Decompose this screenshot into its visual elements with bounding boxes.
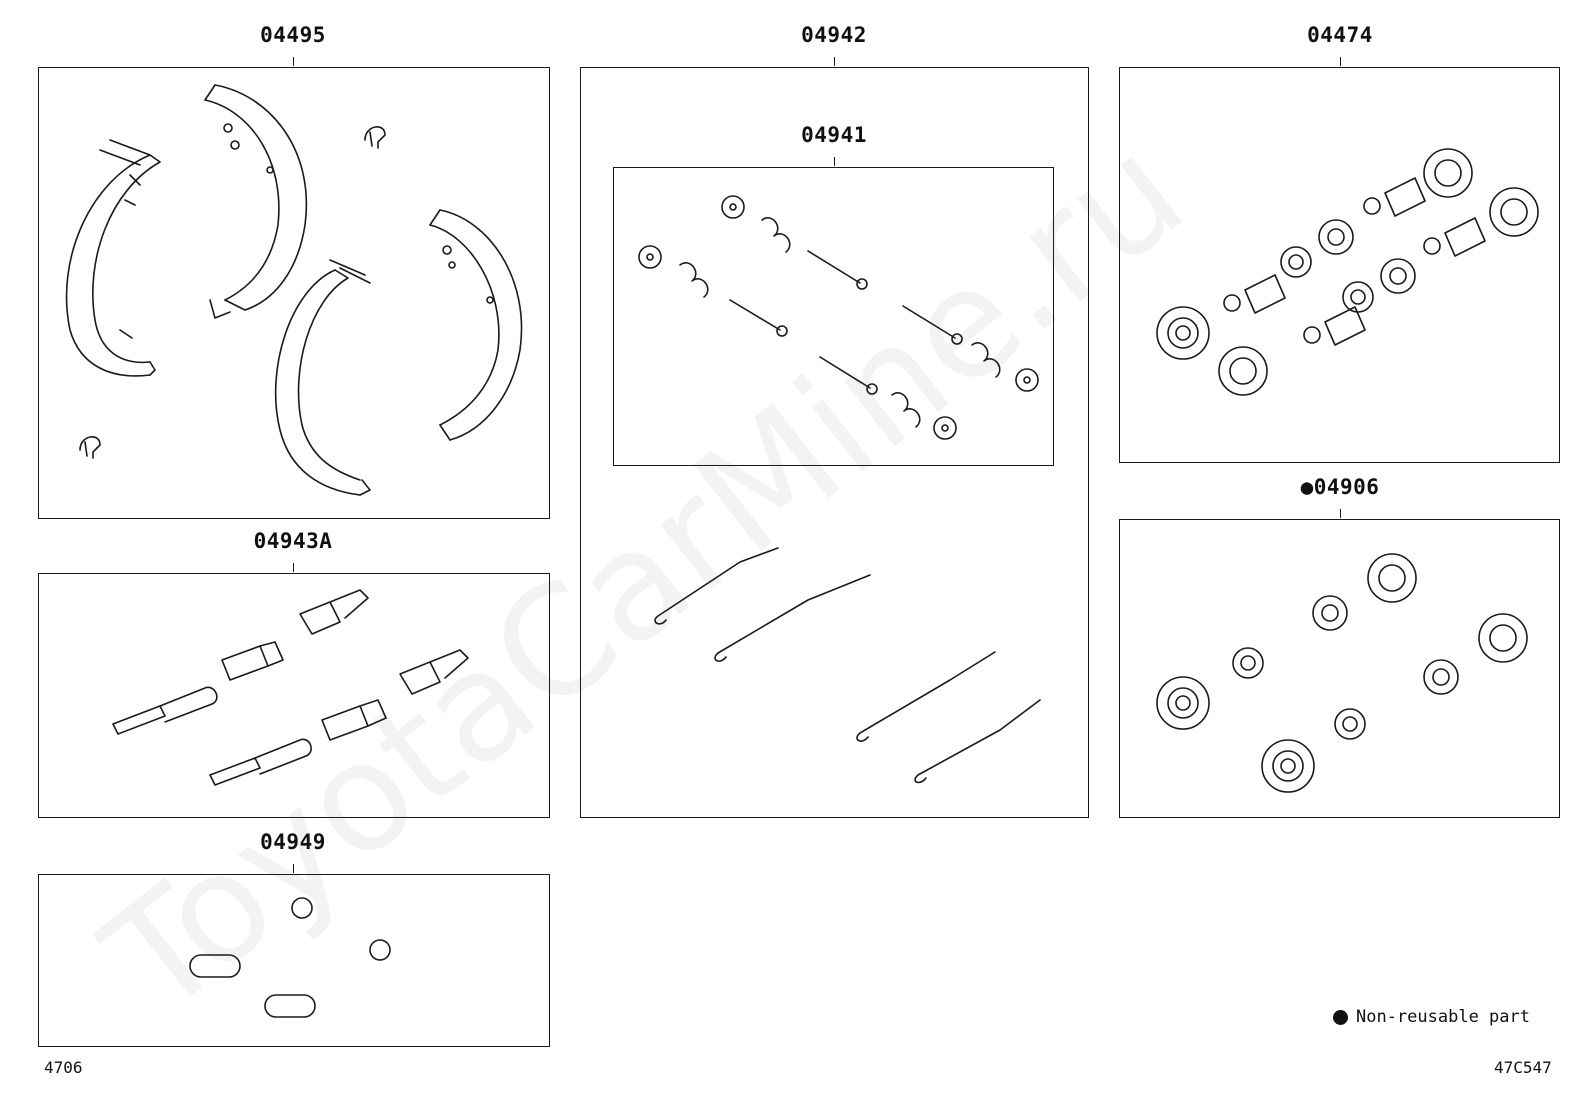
brake-shoe-icon — [429, 209, 523, 441]
cup-icon — [1156, 553, 1528, 793]
cap-icon — [291, 897, 313, 919]
leader-04949 — [293, 864, 294, 873]
group-box-04949 — [38, 874, 550, 1047]
part-label-04949[interactable]: 04949 — [260, 830, 326, 854]
group-box-04942 — [580, 67, 1089, 818]
adjuster-icon — [209, 649, 469, 786]
leader-04941 — [834, 157, 835, 166]
plug-icon — [264, 994, 316, 1018]
leader-04495 — [293, 57, 294, 66]
hold-down-kit-icon — [638, 195, 1039, 440]
footer-right-code: 47C547 — [1494, 1058, 1552, 1077]
legend-text: Non-reusable part — [1356, 1007, 1530, 1027]
part-label-04941[interactable]: 04941 — [801, 123, 867, 147]
part-label-04906-text: 04906 — [1313, 475, 1380, 499]
clip-icon — [364, 126, 386, 149]
adjuster-icon — [112, 589, 369, 735]
leader-04942 — [834, 57, 835, 66]
cap-icon — [369, 939, 391, 961]
brake-shoe-icon — [274, 259, 371, 496]
part-label-04906[interactable]: ●04906 — [1301, 477, 1380, 498]
non-reusable-marker: ● — [1300, 475, 1314, 499]
brake-shoe-icon — [204, 84, 308, 319]
part-label-04495[interactable]: 04495 — [260, 23, 326, 47]
cup-icon — [1156, 148, 1539, 396]
group-box-04943a — [38, 573, 550, 818]
leader-04474 — [1340, 57, 1341, 66]
group-box-04474 — [1119, 67, 1560, 463]
group-box-04906 — [1119, 519, 1560, 818]
part-label-04942[interactable]: 04942 — [801, 23, 867, 47]
group-box-04941 — [613, 167, 1054, 466]
legend-dot-icon — [1333, 1010, 1348, 1025]
clip-icon — [79, 436, 101, 459]
piston-icon — [1223, 177, 1486, 346]
part-label-04943a[interactable]: 04943A — [253, 529, 333, 553]
legend-non-reusable: Non-reusable part — [1333, 1009, 1530, 1026]
leader-04943a — [293, 563, 294, 572]
return-spring-icon — [654, 547, 1041, 784]
footer-left-code: 4706 — [44, 1058, 83, 1077]
plug-icon — [189, 954, 241, 978]
leader-04906 — [1340, 509, 1341, 518]
group-box-04495 — [38, 67, 550, 519]
part-label-04474[interactable]: 04474 — [1307, 23, 1373, 47]
brake-shoe-icon — [65, 139, 161, 377]
